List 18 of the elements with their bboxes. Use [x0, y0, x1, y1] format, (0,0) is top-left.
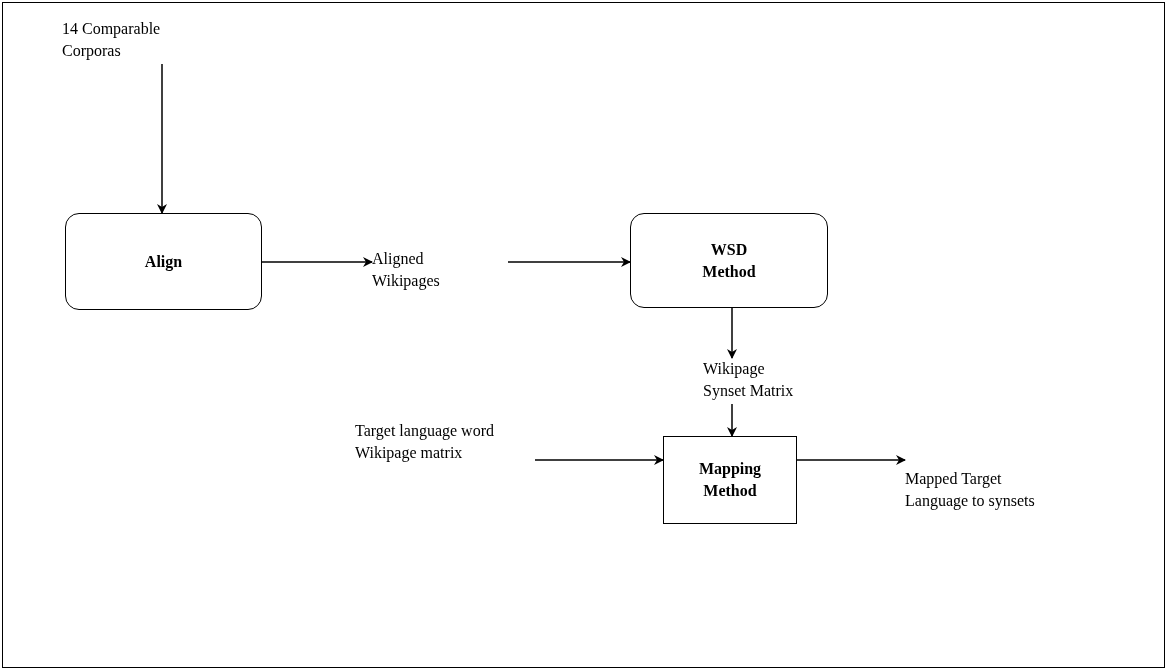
input-label: 14 Comparable Corporas — [62, 19, 162, 62]
arrow — [261, 257, 373, 267]
box-title: Mapping Method — [697, 459, 763, 501]
process-box — [663, 436, 797, 524]
data-label: Wikipage Synset Matrix — [703, 359, 795, 402]
arrow — [727, 307, 737, 359]
arrow — [534, 455, 664, 465]
arrow — [727, 403, 737, 437]
arrow — [157, 63, 167, 214]
process-box — [65, 213, 262, 310]
arrow — [796, 455, 906, 465]
input-label: Target language word Wikipage matrix — [355, 421, 495, 464]
box-title: WSD Method — [701, 239, 757, 282]
box-title: Align — [143, 251, 184, 273]
process-box — [630, 213, 828, 308]
output-label: Mapped Target Language to synsets — [905, 469, 1036, 512]
arrow — [507, 257, 631, 267]
data-label: Aligned Wikipages — [372, 249, 441, 292]
